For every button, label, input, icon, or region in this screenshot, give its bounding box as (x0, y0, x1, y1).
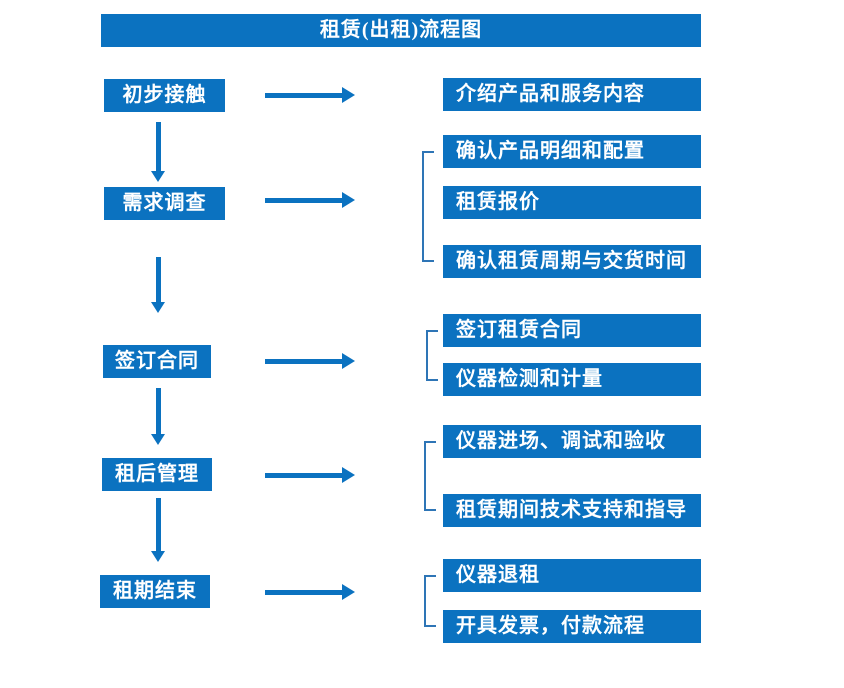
arrow-down-3 (151, 388, 166, 445)
arrow-down-4 (151, 498, 166, 562)
detail-box-instrument-return: 仪器退租 (443, 559, 701, 592)
arrow-head-icon (151, 434, 165, 445)
arrow-head-icon (342, 87, 355, 103)
group-bracket-post-rental (424, 441, 436, 511)
arrow-shaft (156, 122, 161, 171)
arrow-right-4 (265, 467, 355, 483)
arrow-down-1 (151, 122, 166, 182)
detail-box-instrument-entry: 仪器进场、调试和验收 (443, 425, 701, 458)
detail-box-confirm-product-details: 确认产品明细和配置 (443, 135, 701, 168)
detail-box-invoice-payment: 开具发票，付款流程 (443, 610, 701, 643)
arrow-head-icon (342, 584, 355, 600)
detail-box-confirm-rental-period: 确认租赁周期与交货时间 (443, 245, 701, 278)
arrow-head-icon (342, 192, 355, 208)
arrow-shaft (265, 473, 343, 478)
arrow-shaft (265, 93, 343, 98)
detail-box-technical-support: 租赁期间技术支持和指导 (443, 494, 701, 527)
arrow-shaft (156, 388, 161, 434)
arrow-head-icon (342, 467, 355, 483)
arrow-head-icon (151, 302, 165, 313)
detail-box-sign-rental-contract: 签订租赁合同 (443, 314, 701, 347)
arrow-head-icon (151, 171, 165, 182)
arrow-head-icon (342, 353, 355, 369)
flowchart-title: 租赁(出租)流程图 (101, 14, 701, 47)
group-bracket-demand-survey (422, 151, 434, 262)
arrow-head-icon (151, 551, 165, 562)
arrow-shaft (265, 590, 343, 595)
step-box-post-rental-management: 租后管理 (102, 458, 212, 491)
step-box-sign-contract: 签订合同 (103, 345, 211, 378)
group-bracket-sign-contract (426, 330, 438, 381)
arrow-right-3 (265, 353, 355, 369)
arrow-shaft (265, 198, 343, 203)
arrow-shaft (156, 257, 161, 302)
step-box-demand-survey: 需求调查 (104, 187, 225, 220)
detail-box-introduce-products: 介绍产品和服务内容 (443, 78, 701, 111)
arrow-shaft (265, 359, 343, 364)
step-box-initial-contact: 初步接触 (104, 79, 225, 112)
arrow-down-2 (151, 257, 166, 313)
detail-box-instrument-testing: 仪器检测和计量 (443, 363, 701, 396)
arrow-shaft (156, 498, 161, 551)
arrow-right-1 (265, 87, 355, 103)
arrow-right-5 (265, 584, 355, 600)
group-bracket-rental-end (424, 575, 436, 627)
detail-box-rental-quotation: 租赁报价 (443, 186, 701, 219)
step-box-rental-end: 租期结束 (100, 575, 210, 608)
arrow-right-2 (265, 192, 355, 208)
